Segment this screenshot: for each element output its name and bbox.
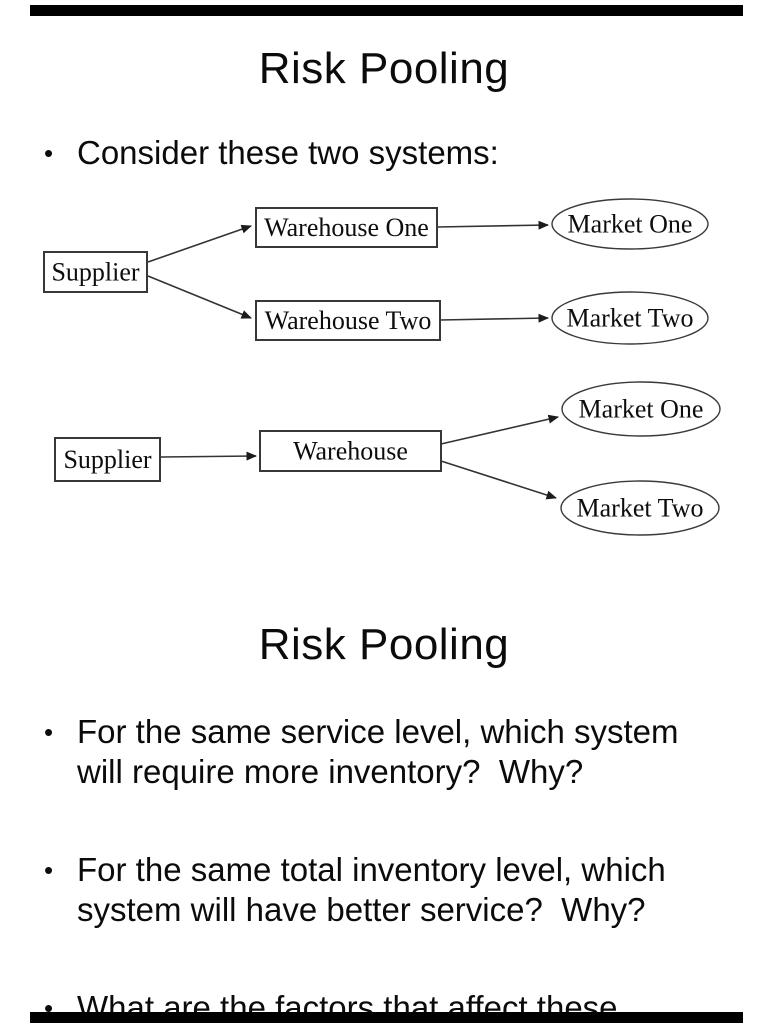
flow-arrow <box>440 414 559 445</box>
flow-arrow <box>160 451 257 461</box>
supplier-label: Supplier <box>63 445 151 474</box>
bullet-icon: • <box>44 855 54 885</box>
warehouse-node <box>259 430 442 472</box>
bullet-icon: • <box>44 717 54 747</box>
market-one-label: Market One <box>579 395 704 424</box>
bottom-separator-bar <box>30 1012 743 1023</box>
market-two-node <box>560 480 720 536</box>
slide2-bullet-1-text: For the same service level, which system… <box>77 713 679 790</box>
slide1-bullet-1-text: Consider these two systems: <box>77 134 499 171</box>
market-two-node <box>551 291 709 345</box>
warehouse-one-label: Warehouse One <box>264 213 429 242</box>
supplier-label: Supplier <box>51 258 139 287</box>
slide2-bullet-1: • For the same service level, which syst… <box>44 712 679 792</box>
supplier-node <box>43 251 148 293</box>
flow-arrow <box>147 275 252 319</box>
bullet-icon: • <box>44 993 54 1023</box>
flow-arrow <box>147 224 252 263</box>
market-two-label: Market Two <box>567 304 694 333</box>
slide1-bullet-1: • Consider these two systems: <box>44 133 499 173</box>
bullet-icon: • <box>44 138 54 168</box>
warehouse-label: Warehouse <box>293 437 408 466</box>
market-one-node <box>551 198 709 250</box>
warehouse-two-label: Warehouse Two <box>265 306 432 335</box>
top-separator-bar <box>30 5 743 16</box>
supplier-node <box>54 437 161 482</box>
warehouse-one-node <box>255 207 438 248</box>
slide2-bullet-2: • For the same total inventory level, wh… <box>44 850 666 930</box>
market-one-node <box>561 381 721 437</box>
slide1-title: Risk Pooling <box>258 44 510 93</box>
flow-arrow <box>436 220 549 230</box>
slide2-bullet-2-text: For the same total inventory level, whic… <box>77 851 666 928</box>
slide2-title: Risk Pooling <box>258 620 510 669</box>
flow-arrow <box>440 460 557 500</box>
market-two-label: Market Two <box>577 494 704 523</box>
flow-arrow <box>439 313 549 323</box>
market-one-label: Market One <box>568 210 693 239</box>
warehouse-two-node <box>255 300 441 341</box>
